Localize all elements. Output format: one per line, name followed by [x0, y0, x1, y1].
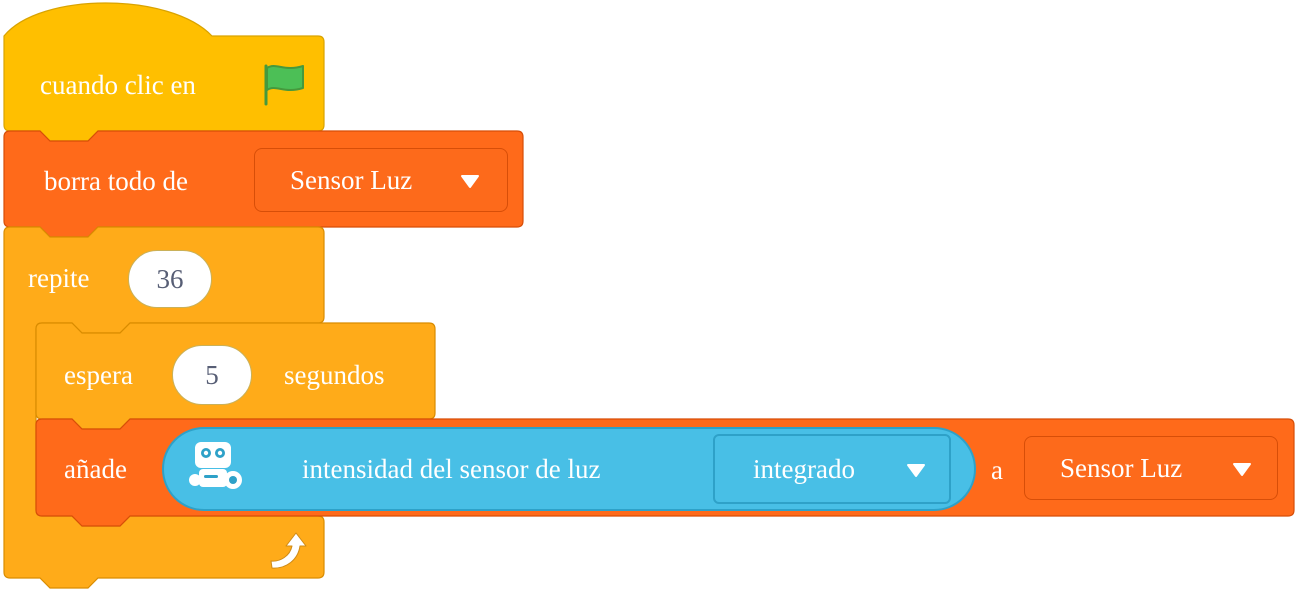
loop-arrow-icon	[270, 532, 307, 569]
wait-seconds-input[interactable]: 5	[172, 345, 252, 405]
sensor-option-value: integrado	[753, 454, 855, 484]
repeat-count-input[interactable]: 36	[128, 250, 212, 308]
light-sensor-reporter[interactable]: intensidad del sensor de luz integrado	[162, 427, 976, 511]
green-flag-icon	[264, 64, 304, 106]
repeat-label: repite	[28, 263, 90, 293]
list-dropdown-add[interactable]: Sensor Luz	[1024, 436, 1278, 500]
to-label: a	[991, 455, 1003, 485]
delete-all-label: borra todo de	[44, 166, 188, 196]
list-dropdown-add-value: Sensor Luz	[1060, 452, 1183, 483]
robot-icon	[189, 442, 242, 489]
wait-label: espera	[64, 360, 133, 390]
chevron-down-icon	[1233, 463, 1251, 476]
list-dropdown-clear-value: Sensor Luz	[290, 164, 413, 195]
seconds-label: segundos	[284, 360, 385, 390]
when-flag-clicked-label: cuando clic en	[40, 70, 196, 100]
list-dropdown-clear[interactable]: Sensor Luz	[254, 148, 508, 212]
sensor-option-dropdown[interactable]: integrado	[713, 434, 951, 504]
chevron-down-icon	[907, 464, 925, 477]
chevron-down-icon	[461, 175, 479, 188]
add-label: añade	[64, 454, 127, 484]
light-sensor-label: intensidad del sensor de luz	[302, 454, 601, 484]
